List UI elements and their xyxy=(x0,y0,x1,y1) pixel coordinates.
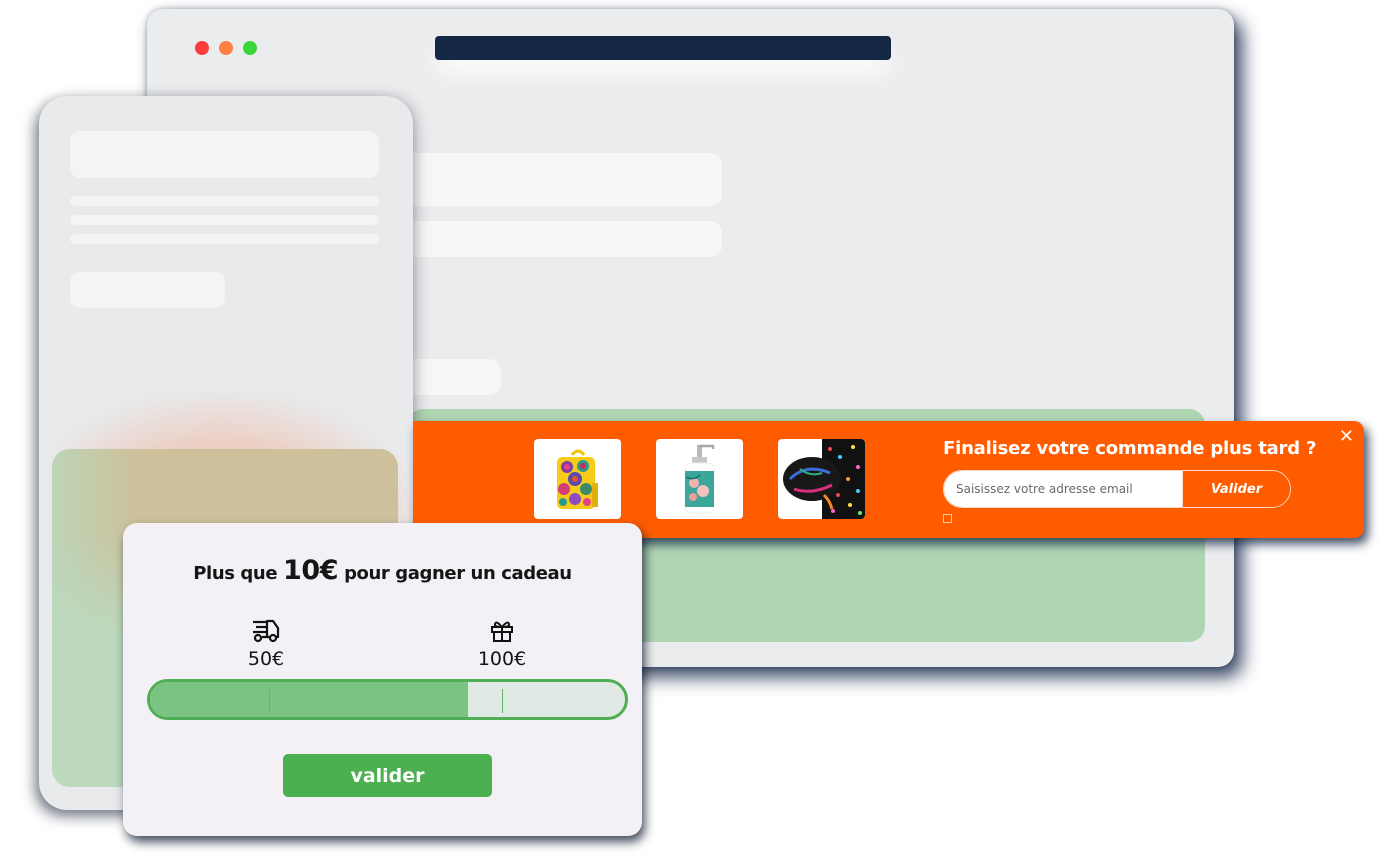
close-window-button[interactable] xyxy=(195,41,209,55)
headline-prefix: Plus que xyxy=(193,563,278,584)
gift-progress-card: Plus que 10€ pour gagner un cadeau 50€ xyxy=(123,523,642,836)
banner-title: Finalisez votre commande plus tard ? xyxy=(943,438,1317,459)
mobile-placeholder-line-3 xyxy=(70,234,379,244)
scarf-product-image[interactable] xyxy=(778,439,865,519)
soap-dispenser-product-image[interactable] xyxy=(656,439,743,519)
remaining-amount: 10€ xyxy=(283,555,339,586)
headline-suffix: pour gagner un cadeau xyxy=(344,563,572,584)
validate-button[interactable]: valider xyxy=(283,754,492,797)
abandoned-cart-banner: Finalisez votre commande plus tard ? ✕ V… xyxy=(413,421,1364,538)
mobile-placeholder-heading xyxy=(70,131,379,178)
email-input[interactable] xyxy=(944,471,1182,507)
mobile-placeholder-button xyxy=(70,272,225,308)
gift-headline: Plus que 10€ pour gagner un cadeau xyxy=(123,555,642,586)
milestone-label: 100€ xyxy=(477,648,527,670)
mobile-placeholder-line-2 xyxy=(70,215,379,225)
close-icon[interactable]: ✕ xyxy=(1338,426,1354,447)
milestone-gift: 100€ xyxy=(462,618,542,670)
address-bar[interactable] xyxy=(435,36,891,60)
submit-email-button[interactable]: Valider xyxy=(1182,471,1290,507)
milestone-label: 50€ xyxy=(247,648,285,670)
gift-icon xyxy=(491,621,513,642)
window-controls xyxy=(195,41,257,55)
backpack-product-image[interactable] xyxy=(534,439,621,519)
milestone-tick-free-shipping xyxy=(268,689,270,713)
milestone-free-shipping: 50€ xyxy=(226,618,306,670)
gift-progress-bar xyxy=(147,679,628,720)
placeholder-block-subheading xyxy=(392,221,722,257)
minimize-window-button[interactable] xyxy=(219,41,233,55)
progress-fill xyxy=(150,682,469,717)
maximize-window-button[interactable] xyxy=(243,41,257,55)
mobile-placeholder-line-1 xyxy=(70,196,379,206)
placeholder-block-heading xyxy=(392,153,722,206)
delivery-truck-icon xyxy=(253,619,280,643)
milestone-tick-gift xyxy=(501,689,503,713)
consent-checkbox[interactable] xyxy=(943,514,952,523)
email-capture-form: Valider xyxy=(943,470,1291,508)
